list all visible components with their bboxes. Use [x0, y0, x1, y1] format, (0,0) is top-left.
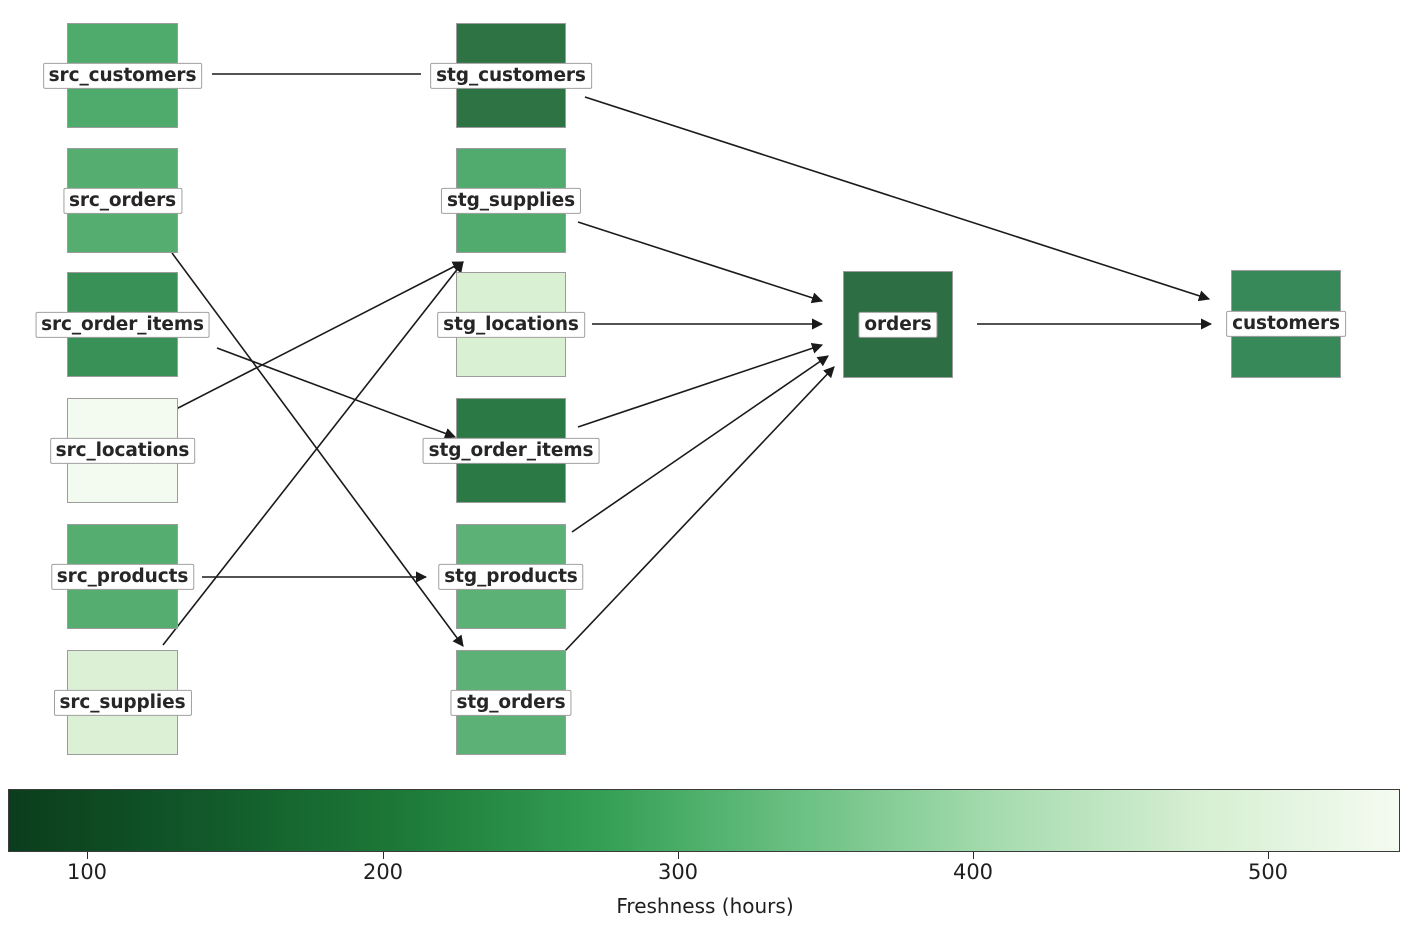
node-label-src_locations: src_locations: [49, 437, 196, 464]
colorbar-tick-label-100: 100: [66, 860, 108, 884]
edge-stg_supplies-to-orders: [577, 221, 824, 304]
node-label-customers: customers: [1226, 310, 1346, 338]
colorbar-title: Freshness (hours): [616, 894, 794, 918]
edge-stg_orders-to-orders: [563, 366, 835, 653]
edge-src_order_items-to-stg_order_items: [216, 347, 457, 439]
node-label-orders: orders: [858, 311, 938, 338]
edge-src_supplies-to-stg_supplies: [162, 261, 464, 646]
node-label-src_order_items: src_order_items: [35, 311, 210, 338]
colorbar-tick-label-200: 200: [362, 860, 404, 884]
edge-stg_customers-to-customers: [584, 96, 1211, 302]
colorbar-gradient: [8, 789, 1400, 852]
node-label-stg_orders: stg_orders: [450, 689, 572, 716]
node-label-src_orders: src_orders: [62, 187, 183, 214]
edge-src_locations-to-stg_locations: [140, 261, 464, 428]
colorbar-tick-label-400: 400: [952, 860, 994, 884]
node-label-stg_products: stg_products: [438, 563, 584, 590]
colorbar: 100 200 300 400 500 Freshness (hours): [0, 780, 1410, 926]
colorbar-tick-label-300: 300: [657, 860, 699, 884]
edge-layer: [140, 73, 1213, 653]
node-label-src_customers: src_customers: [42, 62, 203, 89]
colorbar-tick-100: [87, 852, 88, 859]
colorbar-tick-200: [383, 852, 384, 859]
colorbar-tick-500: [1268, 852, 1269, 859]
node-label-src_supplies: src_supplies: [53, 689, 192, 716]
edge-src_orders-to-stg_orders: [171, 252, 464, 647]
node-label-src_products: src_products: [50, 563, 195, 590]
node-label-stg_supplies: stg_supplies: [440, 187, 582, 214]
node-label-stg_locations: stg_locations: [437, 311, 585, 338]
node-label-stg_customers: stg_customers: [430, 62, 592, 89]
colorbar-tick-300: [678, 852, 679, 859]
colorbar-tick-label-500: 500: [1247, 860, 1289, 884]
node-label-stg_order_items: stg_order_items: [422, 437, 600, 464]
edge-stg_order_items-to-orders: [577, 342, 824, 428]
colorbar-tick-400: [973, 852, 974, 859]
edge-stg_products-to-orders: [571, 355, 829, 533]
